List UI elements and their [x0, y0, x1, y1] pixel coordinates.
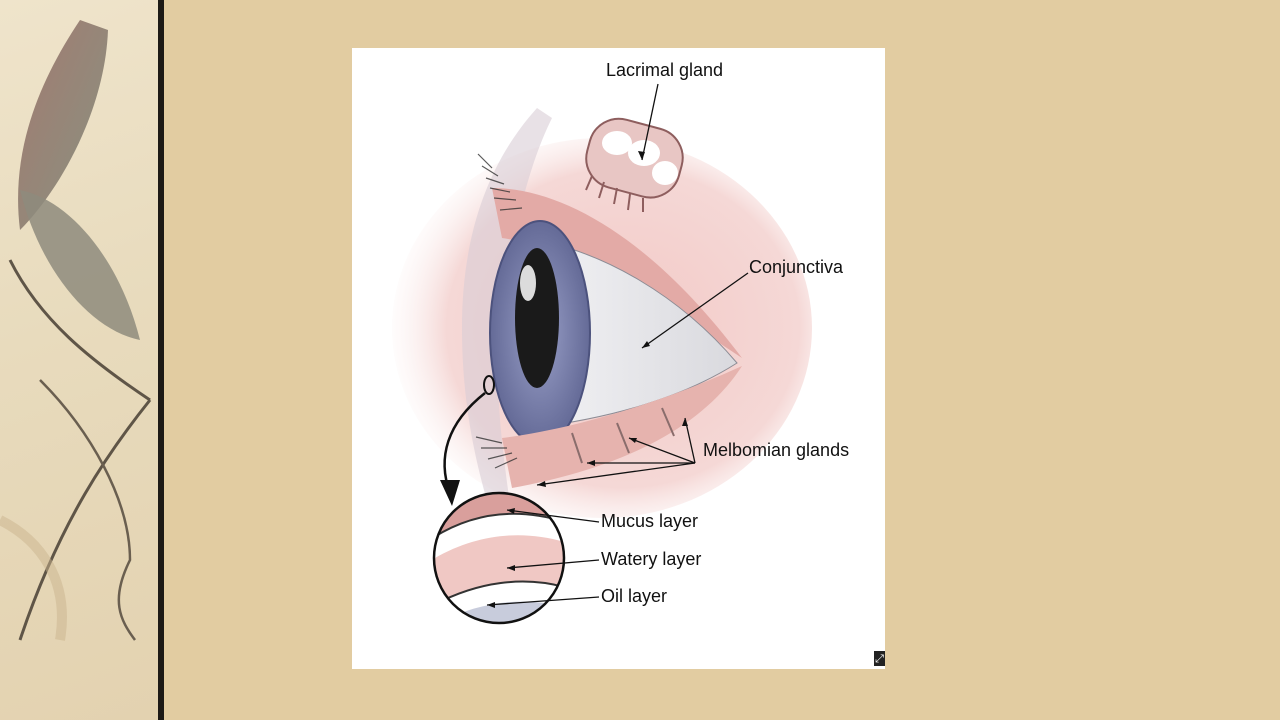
label-lacrimal-gland: Lacrimal gland [606, 60, 724, 80]
label-watery-layer: Watery layer [601, 549, 702, 569]
decorative-side-panel [0, 0, 158, 720]
label-meibomian-glands: Melbomian glands [703, 440, 850, 460]
leaf-branch-icon [0, 20, 152, 641]
label-conjunctiva: Conjunctiva [749, 257, 844, 277]
leader-lines [486, 83, 749, 606]
side-divider [158, 0, 164, 720]
lacrimal-gland-shape [585, 117, 684, 212]
zoom-corner-icon[interactable]: ⤢ [874, 651, 885, 666]
eye-anatomy-figure: Lacrimal gland Conjunctiva Melbomian gla… [352, 48, 885, 669]
label-mucus-layer: Mucus layer [601, 511, 699, 531]
label-oil-layer: Oil layer [601, 586, 668, 606]
eye-illustration [392, 83, 812, 625]
